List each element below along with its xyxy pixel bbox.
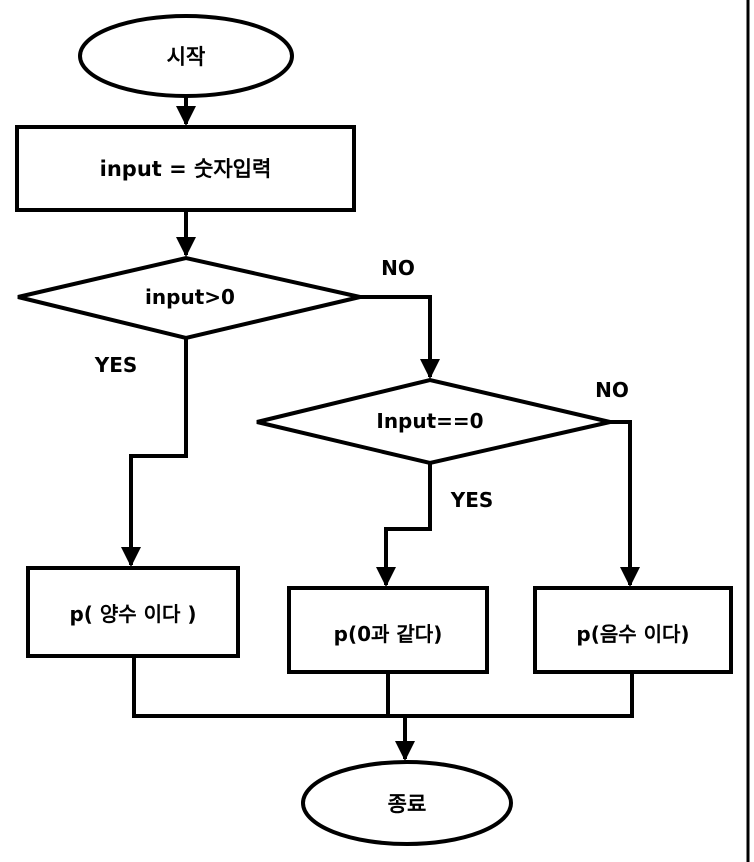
output-zero-box	[287, 586, 489, 674]
merge-line	[132, 656, 634, 718]
end-label: 종료	[387, 792, 427, 816]
start-label: 시작	[166, 45, 206, 69]
output-negative-box	[533, 586, 733, 674]
arrow-decision2-no	[610, 420, 640, 587]
decision1-label: input>0	[145, 285, 235, 309]
input-process-box	[15, 125, 356, 212]
decision1-yes-label: YES	[94, 353, 138, 377]
arrow-decision1-yes	[121, 338, 188, 567]
arrow-decision1-no	[360, 295, 440, 379]
output-positive-label: p( 양수 이다 )	[69, 601, 197, 626]
decision2-yes-label: YES	[450, 488, 494, 512]
decision2-label: Input==0	[376, 409, 484, 433]
decision2-no-label: NO	[595, 378, 629, 402]
arrow-decision2-yes	[376, 463, 432, 587]
output-zero-label: p(0과 같다)	[333, 621, 443, 646]
output-positive-box	[26, 566, 240, 658]
output-negative-label: p(음수 이다)	[576, 621, 690, 646]
decision1-no-label: NO	[381, 256, 415, 280]
input-label: input = 숫자입력	[99, 157, 272, 181]
end-terminator	[301, 760, 513, 846]
